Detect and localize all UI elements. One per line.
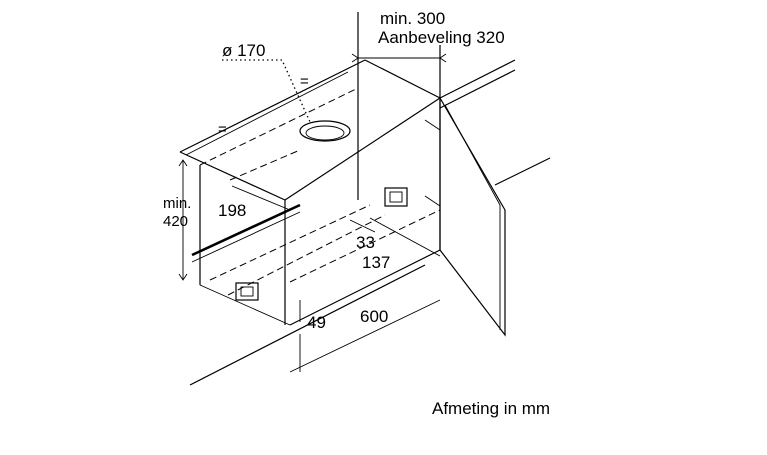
- duct-opening: [222, 59, 351, 142]
- cabinet-outline: [179, 12, 551, 386]
- hidden-lines: [199, 87, 441, 296]
- label-depth-198: 198: [218, 201, 246, 220]
- mounting-brackets: [235, 187, 408, 301]
- dimension-lines: [178, 53, 447, 373]
- label-offset-33: 33: [356, 233, 375, 252]
- cabinet-door: [424, 95, 506, 337]
- label-top-recommended: Aanbeveling 320: [378, 28, 505, 47]
- label-height-value: 420: [163, 213, 188, 230]
- label-equal-right: =: [300, 73, 309, 90]
- label-offset-137: 137: [362, 253, 390, 272]
- label-offset-49: 49: [307, 313, 326, 332]
- label-duct-diameter: ø 170: [222, 41, 265, 60]
- caption: Afmeting in mm: [432, 399, 550, 418]
- dimension-labels: min. 300 Aanbeveling 320 ø 170 = = min. …: [163, 9, 550, 418]
- label-equal-left: =: [218, 121, 227, 138]
- label-top-min: min. 300: [380, 9, 445, 28]
- label-height-min: min.: [163, 195, 191, 212]
- label-width-600: 600: [360, 307, 388, 326]
